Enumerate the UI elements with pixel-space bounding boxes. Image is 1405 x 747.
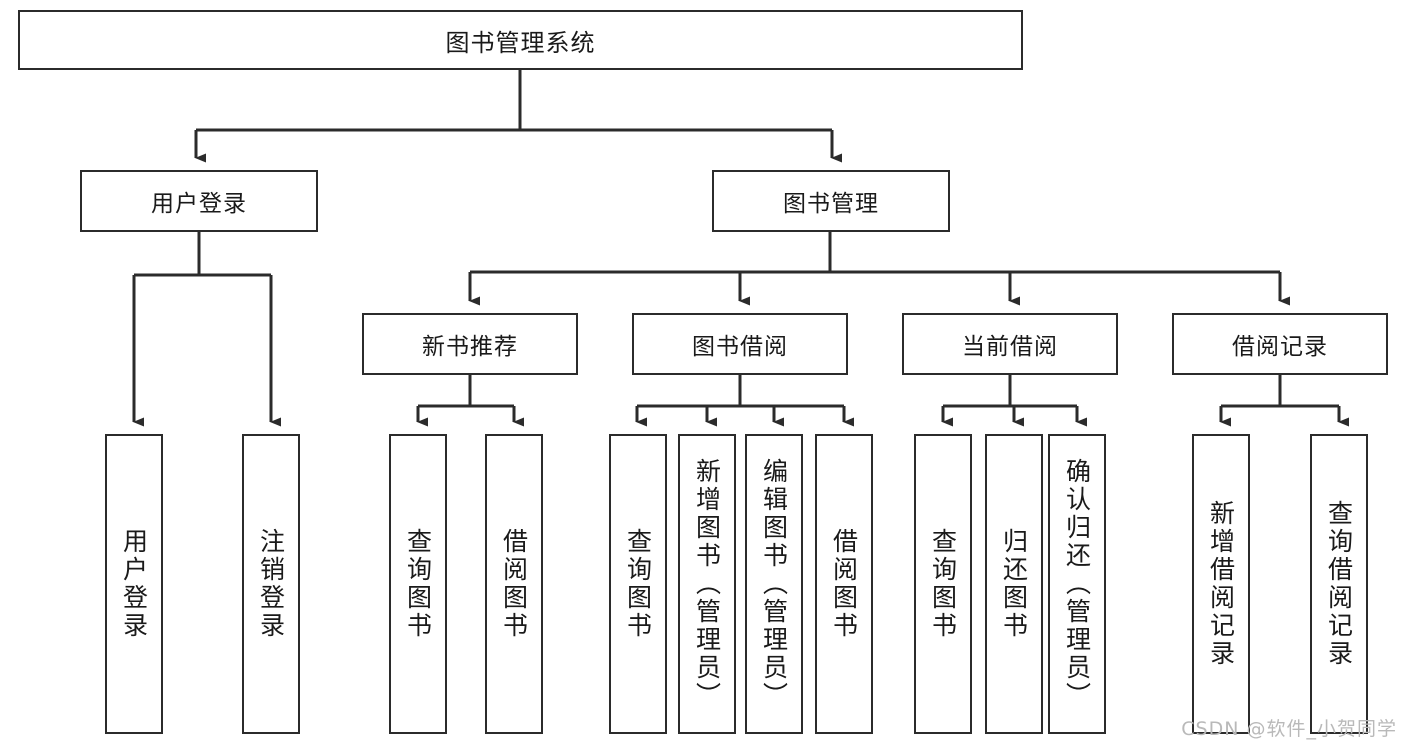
leaf-query-record[interactable]: 查询借阅记录 [1310,434,1368,734]
node-new-book-recommend-label: 新书推荐 [422,334,518,360]
node-root-label: 图书管理系统 [445,28,596,57]
node-root[interactable]: 图书管理系统 [18,10,1023,70]
node-borrow-record[interactable]: 借阅记录 [1172,313,1388,375]
leaf-logout-login-label: 注销登录 [256,528,286,640]
node-book-management-label: 图书管理 [783,191,879,217]
leaf-logout-login[interactable]: 注销登录 [242,434,300,734]
leaf-return-book-label: 归还图书 [999,528,1029,640]
leaf-query-book-1[interactable]: 查询图书 [389,434,447,734]
leaf-query-book-2[interactable]: 查询图书 [609,434,667,734]
leaf-query-book-1-label: 查询图书 [403,528,433,640]
leaf-add-book-label: 新增图书（管理员） [692,458,722,710]
leaf-confirm-return-label: 确认归还（管理员） [1062,458,1092,710]
leaf-borrow-book-1[interactable]: 借阅图书 [485,434,543,734]
leaf-edit-book[interactable]: 编辑图书（管理员） [745,434,803,734]
node-user-login-label: 用户登录 [151,191,247,217]
leaf-edit-book-label: 编辑图书（管理员） [759,458,789,710]
node-current-borrow-label: 当前借阅 [962,334,1058,360]
leaf-query-book-3[interactable]: 查询图书 [914,434,972,734]
leaf-add-record-label: 新增借阅记录 [1206,500,1236,668]
leaf-return-book[interactable]: 归还图书 [985,434,1043,734]
leaf-borrow-book-2[interactable]: 借阅图书 [815,434,873,734]
leaf-query-book-3-label: 查询图书 [928,528,958,640]
node-book-management[interactable]: 图书管理 [712,170,950,232]
leaf-user-login[interactable]: 用户登录 [105,434,163,734]
node-book-borrow-label: 图书借阅 [692,334,788,360]
leaf-query-record-label: 查询借阅记录 [1324,500,1354,668]
node-user-login[interactable]: 用户登录 [80,170,318,232]
leaf-confirm-return[interactable]: 确认归还（管理员） [1048,434,1106,734]
node-new-book-recommend[interactable]: 新书推荐 [362,313,578,375]
node-book-borrow[interactable]: 图书借阅 [632,313,848,375]
watermark: CSDN @软件_小贺同学 [1181,718,1397,740]
leaf-borrow-book-1-label: 借阅图书 [499,528,529,640]
leaf-add-book[interactable]: 新增图书（管理员） [678,434,736,734]
leaf-query-book-2-label: 查询图书 [623,528,653,640]
leaf-borrow-book-2-label: 借阅图书 [829,528,859,640]
leaf-add-record[interactable]: 新增借阅记录 [1192,434,1250,734]
node-current-borrow[interactable]: 当前借阅 [902,313,1118,375]
node-borrow-record-label: 借阅记录 [1232,334,1328,360]
leaf-user-login-label: 用户登录 [119,528,149,640]
